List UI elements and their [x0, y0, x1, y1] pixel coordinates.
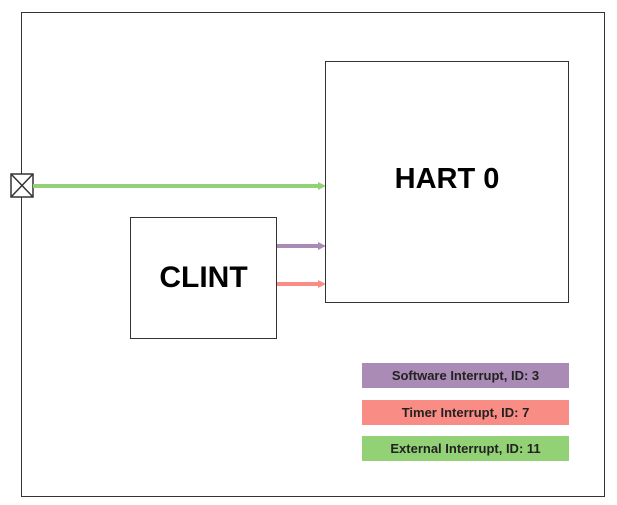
- legend-external-interrupt: External Interrupt, ID: 11: [362, 436, 569, 461]
- timer-interrupt-wire: [277, 280, 326, 288]
- clint-label: CLINT: [159, 261, 248, 294]
- hart-label: HART 0: [394, 162, 500, 195]
- clint-block: CLINT: [130, 217, 277, 339]
- external-port-icon: [10, 173, 34, 198]
- software-interrupt-wire: [277, 242, 326, 250]
- legend-timer-interrupt: Timer Interrupt, ID: 7: [362, 400, 569, 425]
- hart-block: HART 0: [325, 61, 569, 303]
- legend-software-interrupt: Software Interrupt, ID: 3: [362, 363, 569, 388]
- soc-boundary: [21, 12, 605, 497]
- external-interrupt-wire: [33, 182, 326, 190]
